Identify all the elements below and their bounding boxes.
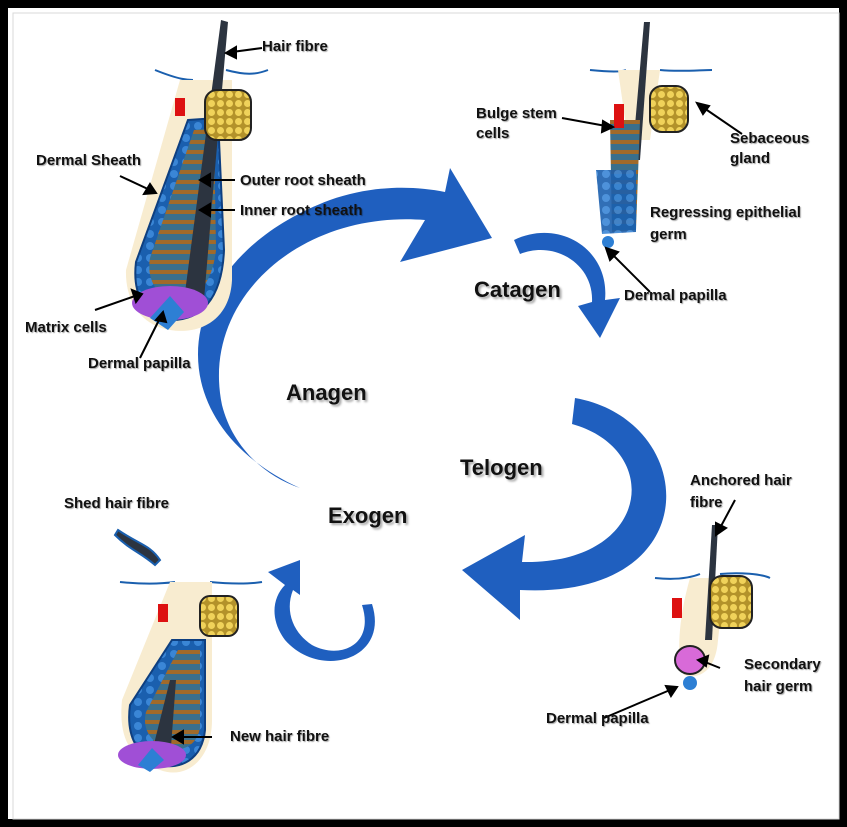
catagen-bulge [614,104,624,128]
phase-catagen-label: Catagen [474,277,561,303]
label-outer-root-sheath: Outer root sheath [240,172,366,190]
label-shed-hair-fibre: Shed hair fibre [64,495,169,513]
label-new-hair-fibre: New hair fibre [230,728,329,746]
phase-exogen-label: Exogen [328,503,407,529]
phase-telogen-label: Telogen [460,455,543,481]
label-regressing-line2: germ [650,226,687,244]
telogen-bulge [672,598,682,618]
label-bulge-stem-line2: cells [476,125,509,143]
label-anchored-line2: fibre [690,494,723,512]
label-inner-root-sheath: Inner root sheath [240,202,363,220]
label-sebaceous-line1: Sebaceous [730,130,809,148]
label-matrix-cells: Matrix cells [25,319,107,337]
telogen-dermal-papilla [683,676,697,690]
label-hair-fibre: Hair fibre [262,38,328,56]
exogen-bulge [158,604,168,622]
label-sebaceous-line2: gland [730,150,770,168]
label-regressing-line1: Regressing epithelial [650,204,801,222]
catagen-dermal-papilla [602,236,614,248]
label-dermal-papilla-anagen: Dermal papilla [88,355,191,373]
anagen-sebaceous-gland [205,90,251,140]
label-dermal-sheath: Dermal Sheath [36,152,141,170]
anagen-bulge [175,98,185,116]
label-anchored-line1: Anchored hair [690,472,792,490]
phase-anagen-label: Anagen [286,380,367,406]
catagen-sebaceous-gland [650,86,688,132]
label-dermal-papilla-telogen: Dermal papilla [546,710,649,728]
label-bulge-stem-line1: Bulge stem [476,105,557,123]
telogen-sebaceous-gland [710,576,752,628]
label-secondary-line1: Secondary [744,656,821,674]
exogen-sebaceous-gland [200,596,238,636]
label-dermal-papilla-catagen: Dermal papilla [624,287,727,305]
label-secondary-line2: hair germ [744,678,812,696]
